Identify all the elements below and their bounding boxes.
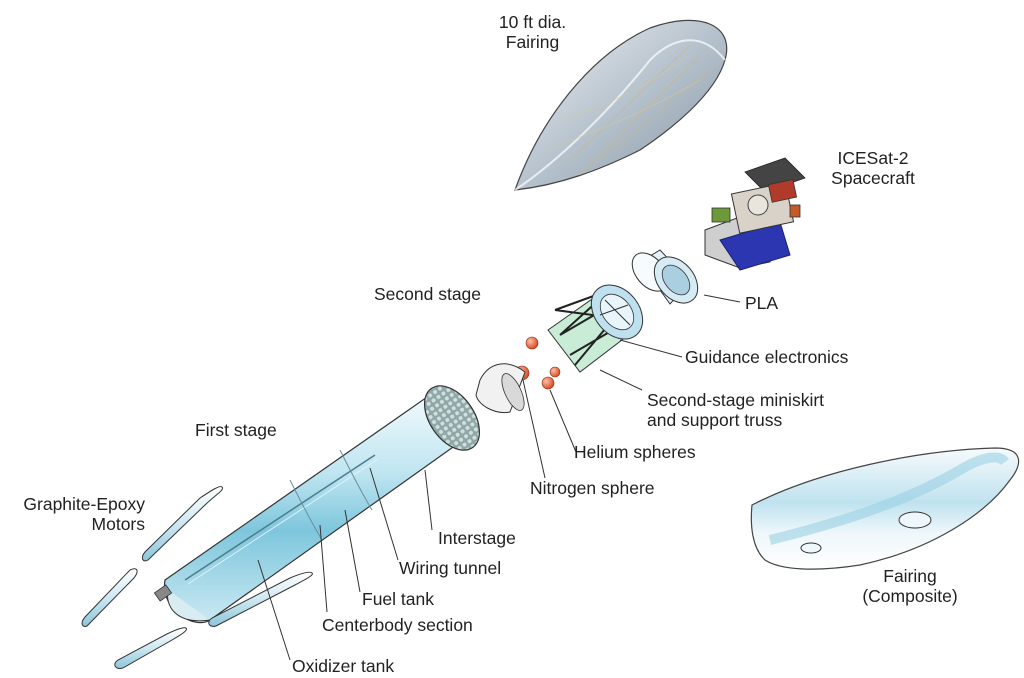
- pla: [631, 249, 699, 305]
- label-fuel-tank: Fuel tank: [362, 589, 434, 609]
- label-fairing-composite-line1: Fairing: [883, 566, 937, 586]
- label-motors-line1: Graphite-Epoxy: [23, 494, 145, 514]
- label-second-stage: Second stage: [374, 284, 482, 304]
- label-centerbody-section: Centerbody section: [322, 615, 473, 635]
- graphite-epoxy-motors: [81, 486, 313, 669]
- icesat2-spacecraft: [704, 157, 806, 271]
- interstage: [423, 385, 481, 451]
- fairing-composite: [750, 447, 1020, 570]
- first-stage: [153, 385, 481, 624]
- label-icesat2-line2: Spacecraft: [831, 168, 915, 188]
- label-helium-spheres: Helium spheres: [574, 442, 696, 462]
- label-miniskirt-line2: and support truss: [647, 410, 783, 430]
- helium-sphere: [541, 376, 555, 390]
- helium-sphere: [525, 336, 539, 350]
- label-oxidizer-tank: Oxidizer tank: [292, 656, 395, 676]
- helium-sphere: [549, 366, 561, 378]
- label-motors-line2: Motors: [91, 514, 145, 534]
- label-fairing-composite: Fairing (Composite): [845, 566, 975, 606]
- fairing-10ft: [514, 19, 728, 191]
- label-miniskirt-line1: Second-stage miniskirt: [647, 390, 825, 410]
- label-nitrogen-sphere: Nitrogen sphere: [530, 478, 655, 498]
- second-stage: [475, 284, 644, 414]
- wiring-tunnel: [184, 454, 376, 581]
- label-guidance-electronics: Guidance electronics: [685, 347, 849, 367]
- label-icesat2: ICESat-2 Spacecraft: [818, 148, 928, 188]
- label-icesat2-line1: ICESat-2: [837, 148, 909, 168]
- label-first-stage: First stage: [195, 420, 277, 440]
- leader-lines: [257, 294, 741, 661]
- label-fairing-10ft-line1: 10 ft dia.: [498, 12, 567, 32]
- label-fairing-composite-line2: (Composite): [862, 586, 958, 606]
- label-fairing-10ft-line2: Fairing: [505, 32, 560, 52]
- label-miniskirt: Second-stage miniskirt and support truss: [647, 390, 824, 430]
- label-fairing-10ft: 10 ft dia. Fairing: [485, 12, 580, 52]
- label-pla: PLA: [745, 293, 779, 313]
- label-wiring-tunnel: Wiring tunnel: [399, 558, 502, 578]
- label-interstage: Interstage: [438, 528, 516, 548]
- label-graphite-epoxy-motors: Graphite-Epoxy Motors: [0, 494, 145, 534]
